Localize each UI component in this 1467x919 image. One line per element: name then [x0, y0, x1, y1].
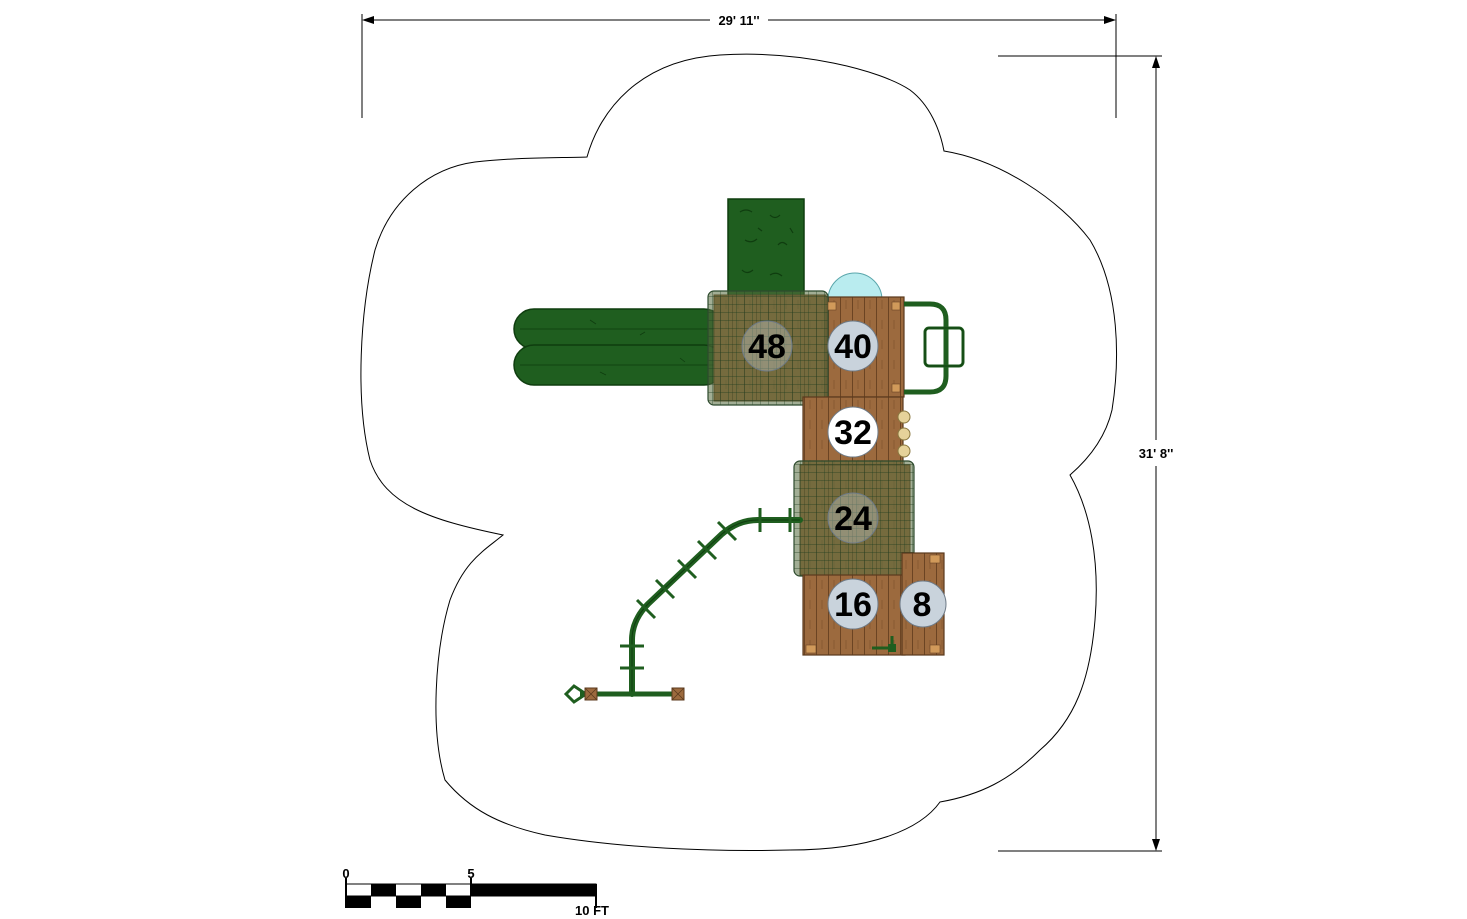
width-dimension: 29' 11'' — [361, 13, 1117, 118]
svg-text:48: 48 — [748, 328, 786, 366]
deck-label-16: 16 — [827, 578, 879, 630]
deck-label-8: 8 — [899, 580, 947, 628]
steering-handle — [872, 636, 896, 652]
swing-beam — [563, 508, 803, 704]
deck-label-40: 40 — [827, 320, 879, 372]
height-dimension: 31' 8'' — [998, 55, 1174, 852]
svg-text:16: 16 — [834, 586, 872, 624]
svg-text:40: 40 — [834, 328, 872, 366]
horizontal-ladder-handle — [904, 301, 965, 395]
scale-bar: 0 5 10 FT — [342, 866, 609, 918]
scale-label-ten: 10 FT — [575, 903, 609, 918]
svg-text:24: 24 — [834, 500, 872, 538]
scale-label-zero: 0 — [342, 866, 349, 881]
height-label: 31' 8'' — [1139, 446, 1174, 461]
width-label: 29' 11'' — [718, 13, 759, 28]
deck-label-32: 32 — [827, 406, 879, 458]
deck-label-24: 24 — [827, 492, 879, 544]
svg-text:8: 8 — [913, 586, 932, 624]
rung-ladder — [897, 410, 911, 458]
safety-zone-outline — [360, 53, 1118, 851]
scale-label-five: 5 — [467, 866, 474, 881]
tube-slides — [513, 308, 725, 386]
bubble-window — [827, 272, 883, 301]
deck-label-48: 48 — [741, 320, 793, 372]
svg-text:32: 32 — [834, 414, 872, 452]
